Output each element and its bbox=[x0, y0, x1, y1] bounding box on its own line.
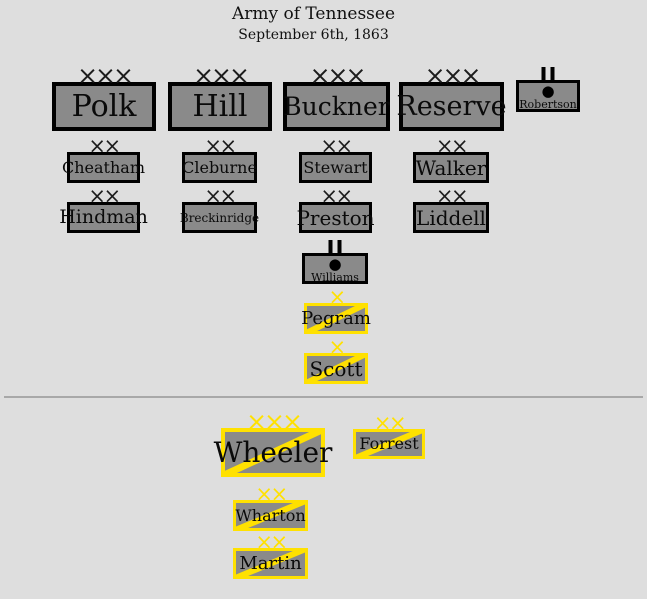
division-size-icon: ×× bbox=[320, 184, 353, 208]
unit-label: Polk bbox=[71, 88, 137, 124]
unit-wheeler: ××× Wheeler bbox=[214, 409, 332, 477]
unit-label: Robertson bbox=[519, 97, 577, 111]
unit-hill: ××× Hill bbox=[168, 63, 272, 131]
unit-reserve: ××× Reserve bbox=[396, 63, 507, 131]
cavalry-stripe-icon bbox=[236, 503, 305, 528]
brigade-size-icon: × bbox=[328, 285, 346, 309]
division-size-icon: ×× bbox=[88, 134, 121, 158]
unit-label: Forrest bbox=[359, 434, 419, 453]
division-size-icon: ×× bbox=[255, 482, 288, 506]
page-title: Army of Tennessee bbox=[231, 4, 396, 24]
cavalry-stripe-icon bbox=[236, 551, 305, 576]
unit-williams: ● Williams bbox=[302, 240, 368, 284]
unit-pegram: × Pegram bbox=[301, 287, 371, 334]
unit-wharton: ×× Wharton bbox=[233, 484, 308, 531]
unit-liddell: ×× Liddell bbox=[413, 186, 489, 233]
unit-label: Buckner bbox=[283, 92, 390, 121]
corps-size-icon: ××× bbox=[424, 61, 482, 90]
unit-label: Preston bbox=[296, 205, 375, 230]
division-size-icon: ×× bbox=[88, 184, 121, 208]
unit-label: Stewart bbox=[303, 157, 368, 177]
cavalry-stripe-icon bbox=[225, 432, 321, 473]
artillery-dot-icon: ● bbox=[328, 255, 342, 273]
unit-scott: × Scott bbox=[304, 337, 368, 384]
unit-hindman: ×× Hindman bbox=[59, 186, 148, 233]
division-size-icon: ×× bbox=[255, 530, 288, 554]
unit-label: Cleburne bbox=[182, 157, 257, 177]
unit-breckinridge: ×× Breckinridge bbox=[179, 186, 260, 233]
unit-robertson: ● Robertson bbox=[516, 67, 580, 112]
artillery-dot-icon: ● bbox=[541, 82, 555, 100]
division-size-icon: ×× bbox=[204, 134, 237, 158]
unit-buckner: ××× Buckner bbox=[283, 63, 390, 131]
unit-label: Wheeler bbox=[213, 435, 333, 469]
unit-label: Liddell bbox=[416, 205, 486, 230]
unit-forrest: ×× Forrest bbox=[353, 413, 425, 459]
page-subtitle: September 6th, 1863 bbox=[238, 27, 389, 43]
unit-label: Breckinridge bbox=[179, 210, 260, 225]
corps-size-icon: ××× bbox=[77, 61, 134, 90]
unit-preston: ×× Preston bbox=[296, 186, 375, 233]
battalion-size-icon bbox=[328, 240, 342, 256]
division-size-icon: ×× bbox=[204, 184, 237, 208]
unit-cheatham: ×× Cheatham bbox=[62, 136, 145, 183]
unit-polk: ××× Polk bbox=[52, 63, 156, 131]
division-size-icon: ×× bbox=[435, 134, 469, 158]
division-size-icon: ×× bbox=[320, 134, 353, 158]
cavalry-stripe-icon bbox=[307, 356, 365, 381]
unit-label: Scott bbox=[309, 356, 363, 381]
unit-label: Pegram bbox=[301, 307, 371, 329]
section-divider bbox=[4, 396, 643, 398]
unit-stewart: ×× Stewart bbox=[299, 136, 372, 183]
corps-size-icon: ××× bbox=[193, 61, 250, 90]
cavalry-stripe-icon bbox=[356, 432, 422, 456]
corps-size-icon: ××× bbox=[246, 407, 303, 436]
brigade-size-icon: × bbox=[328, 335, 346, 359]
cavalry-stripe-icon bbox=[307, 306, 365, 331]
corps-size-icon: ××× bbox=[309, 61, 367, 90]
battalion-size-icon bbox=[541, 67, 555, 83]
unit-martin: ×× Martin bbox=[233, 532, 308, 579]
unit-label: Wharton bbox=[235, 505, 306, 525]
unit-walker: ×× Walker bbox=[413, 136, 489, 183]
unit-label: Hindman bbox=[59, 206, 148, 228]
unit-label: Martin bbox=[239, 552, 302, 574]
unit-label: Cheatham bbox=[62, 157, 145, 177]
division-size-icon: ×× bbox=[435, 184, 469, 208]
division-size-icon: ×× bbox=[373, 411, 407, 435]
unit-label: Walker bbox=[415, 155, 487, 180]
unit-label: Hill bbox=[192, 88, 248, 124]
unit-label: Reserve bbox=[396, 91, 507, 122]
unit-cleburne: ×× Cleburne bbox=[182, 136, 257, 183]
unit-label: Williams bbox=[311, 270, 359, 284]
